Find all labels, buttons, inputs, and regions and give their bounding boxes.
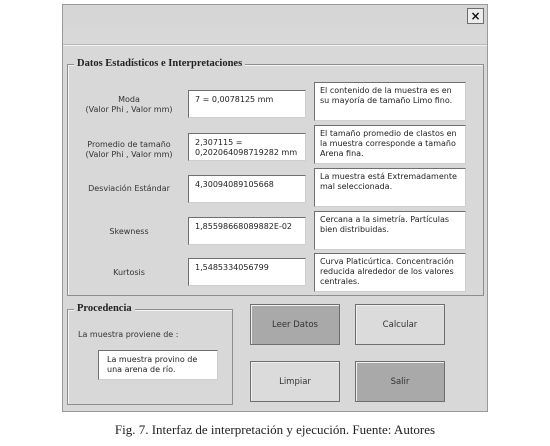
procedencia-field[interactable]: La muestra provino de una arena de río.	[98, 350, 218, 380]
stats-group: Datos Estadísticos e Interpretaciones Mo…	[67, 57, 484, 296]
calcular-button[interactable]: Calcular	[355, 304, 445, 345]
procedencia-label: La muestra proviene de :	[78, 330, 179, 339]
separator-line	[63, 44, 487, 46]
moda-interpretation-field[interactable]: El contenido de la muestra es en su mayo…	[314, 82, 466, 121]
skewness-value-field[interactable]: 1,85598668089882E-02	[188, 217, 306, 245]
title-bar: ×	[63, 5, 487, 27]
skewness-interpretation-field[interactable]: Cercana a la simetría. Partículas bien d…	[314, 211, 466, 250]
desviacion-value-field[interactable]: 4,30094089105668	[188, 175, 306, 203]
limpiar-button[interactable]: Limpiar	[250, 361, 340, 402]
desviacion-interpretation-field[interactable]: La muestra está Extremadamente mal selec…	[314, 168, 466, 207]
moda-label: Moda(Valor Phi , Valor mm)	[85, 95, 173, 114]
interpretation-dialog: × Datos Estadísticos e Interpretaciones …	[62, 4, 488, 412]
leer-datos-button[interactable]: Leer Datos	[250, 304, 340, 345]
kurtosis-interpretation-field[interactable]: Curva Platicúrtica. Concentración reduci…	[314, 253, 466, 292]
promedio-label: Promedio de tamaño(Valor Phi , Valor mm)	[85, 140, 173, 159]
procedencia-group: Procedencia La muestra proviene de : La …	[67, 302, 233, 405]
moda-value-field[interactable]: 7 = 0,0078125 mm	[188, 90, 306, 118]
promedio-interpretation-field[interactable]: El tamaño promedio de clastos en la mues…	[314, 125, 466, 164]
figure-caption: Fig. 7. Interfaz de interpretación y eje…	[114, 422, 436, 437]
kurtosis-value-field[interactable]: 1,5485334056799	[188, 258, 306, 286]
desviacion-label: Desviación Estándar	[88, 184, 170, 193]
kurtosis-label: Kurtosis	[113, 268, 145, 277]
skewness-label: Skewness	[109, 227, 149, 236]
salir-button[interactable]: Salir	[355, 361, 445, 402]
procedencia-group-title: Procedencia	[74, 302, 135, 316]
close-button[interactable]: ×	[467, 8, 484, 24]
promedio-value-field[interactable]: 2,307115 =0,202064098719282 mm	[188, 133, 306, 161]
stats-group-title: Datos Estadísticos e Interpretaciones	[74, 57, 246, 71]
